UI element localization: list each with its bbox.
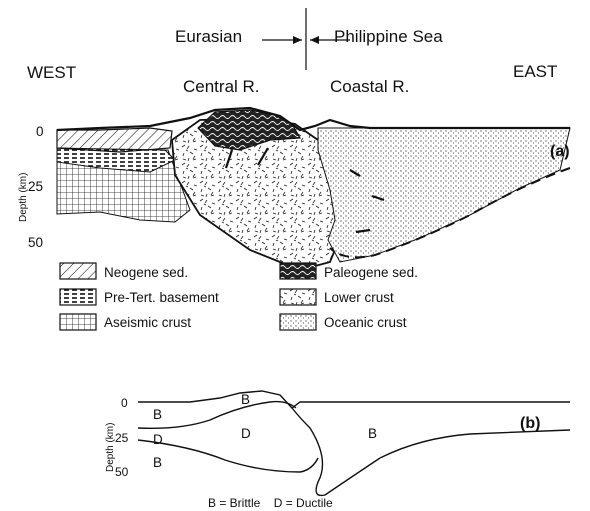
paleogene-sediment-unit: [197, 109, 301, 151]
panel-a-cross-section: [56, 106, 571, 271]
neogene-sediment-unit: [56, 127, 173, 153]
legend-swatch-pre-tertiary: [59, 288, 97, 306]
legend-swatch-paleogene: [279, 262, 317, 280]
central-range-label: Central R.: [183, 77, 260, 96]
panel-a-depth-tick-50: 50: [28, 235, 43, 250]
philippine-sea-plate-label: Philippine Sea: [334, 27, 443, 46]
legend-label-paleogene: Paleogene sed.: [324, 265, 418, 280]
east-label: EAST: [513, 62, 557, 81]
panel-b-region-brittle-upper: B: [241, 392, 250, 407]
eurasian-plate-label: Eurasian: [175, 27, 242, 46]
legend-swatch-aseismic: [59, 313, 97, 331]
panel-b-region-brittle-west: B: [153, 407, 162, 422]
panel-b-depth-axis-label: Depth (km): [105, 423, 116, 472]
legend-swatch-neogene: [59, 262, 97, 280]
legend-label-lower-crust: Lower crust: [324, 290, 394, 305]
panel-a-legend: Neogene sed. Pre-Tert. basement Aseismic…: [59, 262, 418, 331]
legend-swatch-oceanic: [279, 313, 317, 331]
panel-a-tag: (a): [550, 143, 570, 160]
panel-b-region-brittle-lower: B: [153, 455, 162, 470]
legend-swatch-lower-crust: [279, 288, 317, 306]
west-label: WEST: [27, 63, 76, 82]
panel-b-depth-tick-50: 50: [115, 465, 129, 479]
panel-a-depth-tick-0: 0: [36, 124, 44, 139]
panel-a-depth-tick-25: 25: [28, 179, 43, 194]
legend-label-pre-tertiary: Pre-Tert. basement: [104, 290, 219, 305]
panel-b-region-ductile-core: D: [241, 426, 251, 441]
coastal-range-label: Coastal R.: [330, 77, 409, 96]
panel-b-depth-tick-25: 25: [115, 431, 129, 445]
panel-b-rheology-section: [137, 390, 571, 497]
legend-label-oceanic: Oceanic crust: [324, 315, 407, 330]
convergence-arrows-icon: [262, 8, 350, 70]
panel-b-region-ductile-west: D: [153, 432, 163, 447]
panel-b-region-brittle-east: B: [368, 426, 377, 441]
pre-tertiary-basement-unit: [56, 147, 176, 173]
panel-a-depth-axis-label: Depth (km): [18, 173, 29, 222]
panel-b-legend-text: B = Brittle D = Ductile: [208, 496, 333, 510]
legend-label-neogene: Neogene sed.: [104, 265, 188, 280]
panel-b-tag: (b): [520, 415, 540, 432]
oceanic-crust-unit: [317, 127, 571, 263]
legend-label-aseismic: Aseismic crust: [104, 315, 191, 330]
panel-b-depth-tick-0: 0: [121, 396, 128, 410]
